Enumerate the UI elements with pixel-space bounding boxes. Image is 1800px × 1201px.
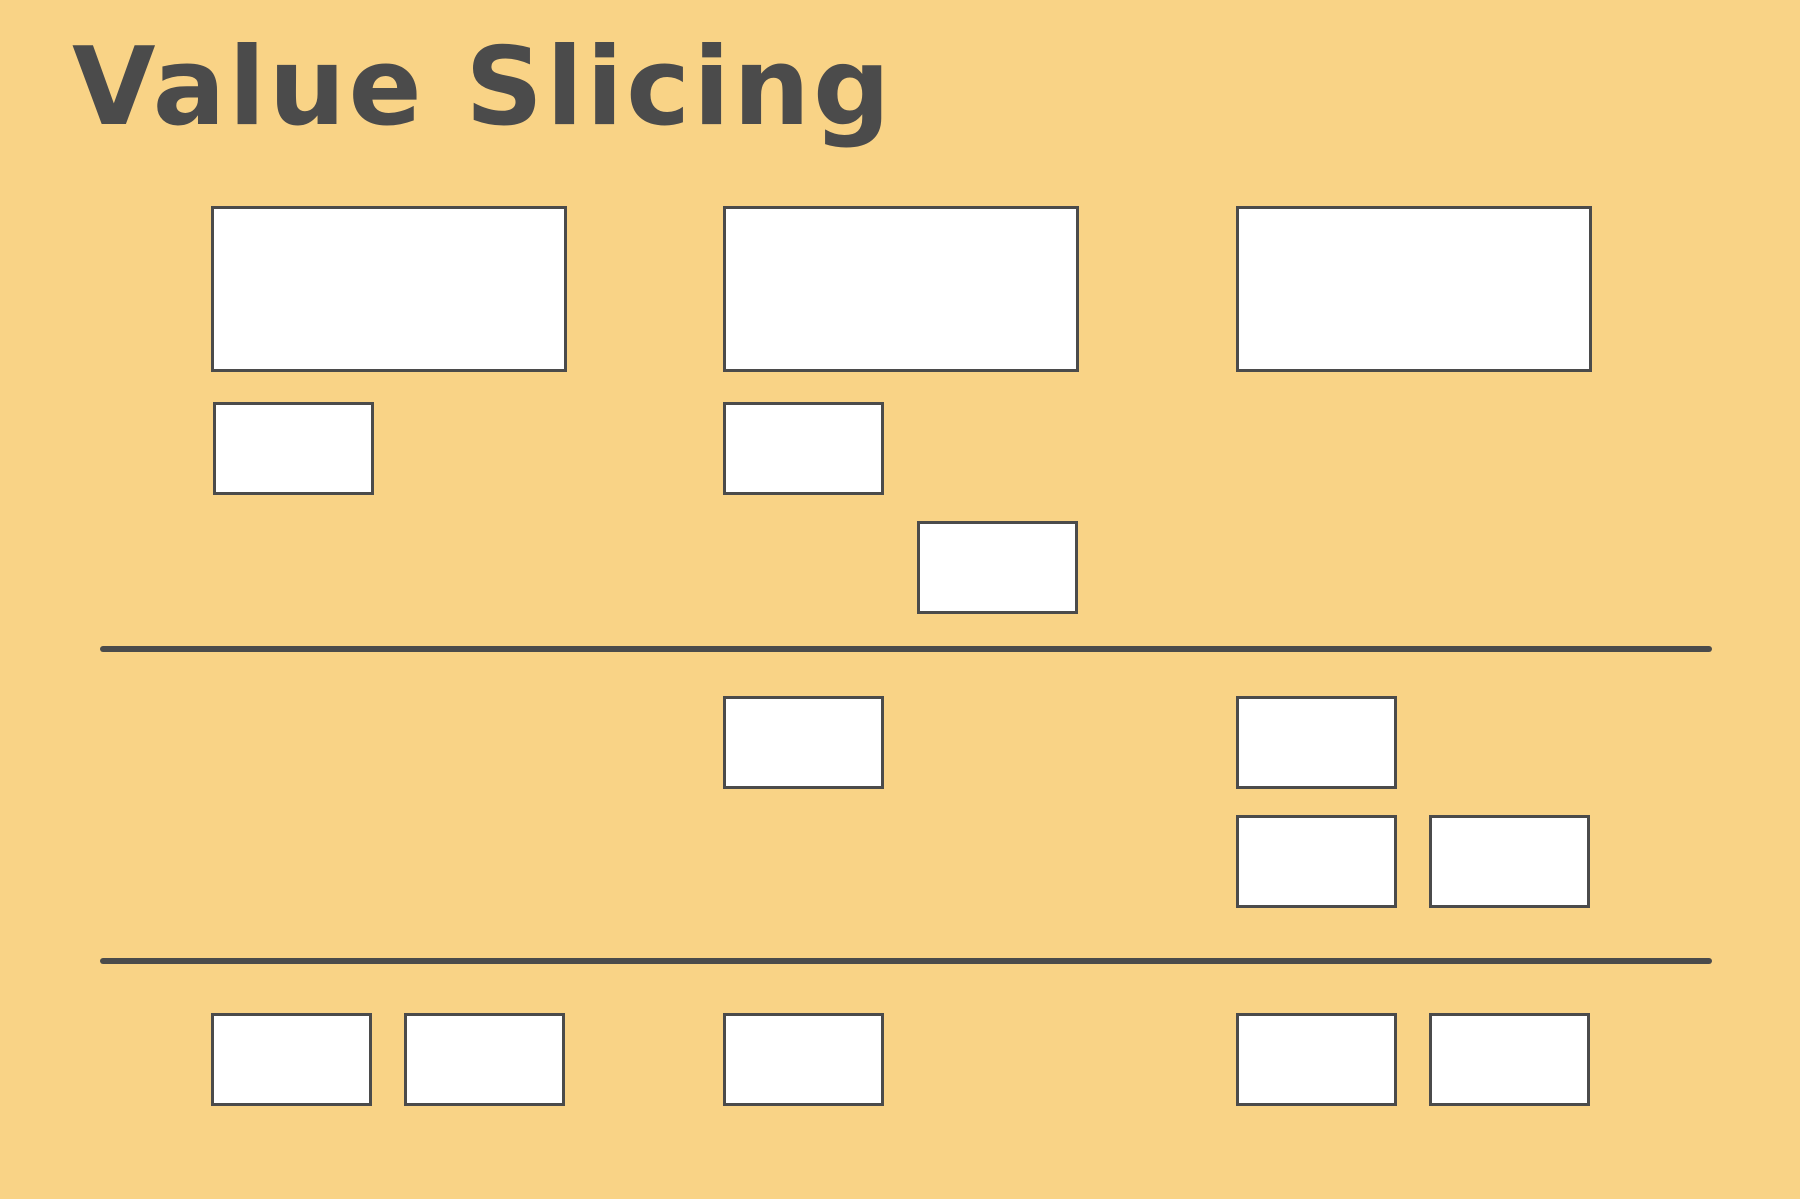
slice-box-section-2-column-3a bbox=[1236, 696, 1397, 789]
slice-box-section-2-column-3b bbox=[1236, 815, 1397, 908]
slice-box-section-3-column-2 bbox=[723, 1013, 884, 1106]
large-box-column-2 bbox=[723, 206, 1079, 372]
divider-line-2 bbox=[100, 958, 1712, 964]
slice-box-section-2-column-2 bbox=[723, 696, 884, 789]
divider-line-1 bbox=[100, 646, 1712, 652]
slice-box-section-1-column-1 bbox=[213, 402, 374, 495]
large-box-column-3 bbox=[1236, 206, 1592, 372]
slice-box-section-3-column-1b bbox=[404, 1013, 565, 1106]
slice-box-section-3-column-3a bbox=[1236, 1013, 1397, 1106]
diagram-title: Value Slicing bbox=[72, 25, 894, 150]
large-box-column-1 bbox=[211, 206, 567, 372]
slice-box-section-1-column-2b bbox=[917, 521, 1078, 614]
slice-box-section-3-column-3b bbox=[1429, 1013, 1590, 1106]
slice-box-section-3-column-1a bbox=[211, 1013, 372, 1106]
slice-box-section-1-column-2a bbox=[723, 402, 884, 495]
slice-box-section-2-column-3c bbox=[1429, 815, 1590, 908]
